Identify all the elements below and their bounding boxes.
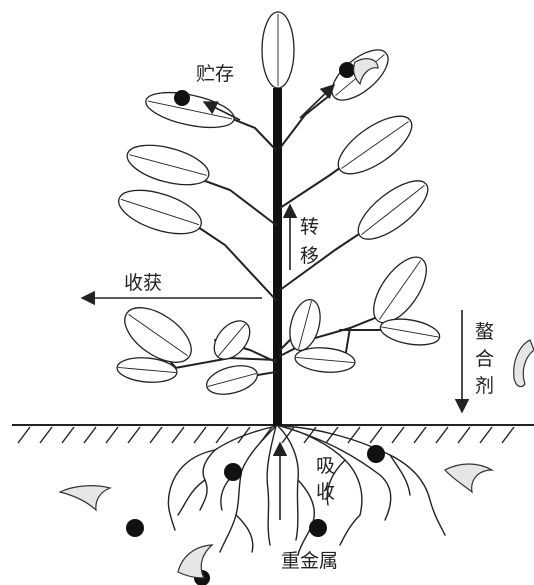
label-chelator-2: 合 <box>475 348 494 370</box>
leaf-right-3 <box>349 171 436 250</box>
label-absorb-1: 吸 <box>316 455 335 477</box>
label-storage: 贮存 <box>196 63 234 85</box>
metal-particle <box>309 519 327 537</box>
ground-hatch <box>172 427 184 443</box>
ground-hatch <box>414 427 426 443</box>
ground-hatch <box>18 427 30 443</box>
ground-hatch <box>84 427 96 443</box>
ground-hatch <box>392 427 404 443</box>
roots <box>168 426 445 555</box>
metal-particle <box>126 519 144 537</box>
leaf-left-1 <box>143 86 237 134</box>
ground-hatch <box>502 427 514 443</box>
leaf-left-2 <box>123 138 213 193</box>
leaf-right-2 <box>329 106 420 185</box>
ground-hatch <box>40 427 52 443</box>
leaf-top <box>262 12 294 88</box>
ground-hatch <box>62 427 74 443</box>
label-transport-2: 移 <box>300 245 319 267</box>
metal-particle <box>224 463 242 481</box>
ground-hatch <box>480 427 492 443</box>
ground-hatch <box>458 427 470 443</box>
leaf-left-3 <box>114 182 207 243</box>
metal-particle-leaf-left <box>174 90 190 106</box>
label-chelator-1: 螯 <box>475 321 494 343</box>
label-absorb-2: 收 <box>316 481 335 503</box>
ground-hatch <box>106 427 118 443</box>
leaf-right-5 <box>285 296 326 353</box>
chelator-icon <box>60 486 110 510</box>
leaf-right-6 <box>378 315 441 349</box>
chelator-icon <box>445 464 492 492</box>
label-heavy-metal: 重金属 <box>281 550 338 572</box>
leaf-left-7 <box>204 361 261 400</box>
ground-hatch <box>194 427 206 443</box>
metal-particle-leaf-right <box>339 62 355 78</box>
ground-hatch <box>216 427 228 443</box>
main-stem <box>273 88 282 426</box>
ground-hatch <box>128 427 140 443</box>
label-chelator-3: 剂 <box>475 375 494 397</box>
ground-hatch <box>436 427 448 443</box>
metal-particle <box>367 445 385 463</box>
label-harvest: 收获 <box>124 272 162 294</box>
ground-hatch <box>370 427 382 443</box>
chelator-icon <box>514 340 534 386</box>
ground-hatch <box>150 427 162 443</box>
storage-arrow-right <box>300 85 334 118</box>
label-transport-1: 转 <box>300 216 319 238</box>
